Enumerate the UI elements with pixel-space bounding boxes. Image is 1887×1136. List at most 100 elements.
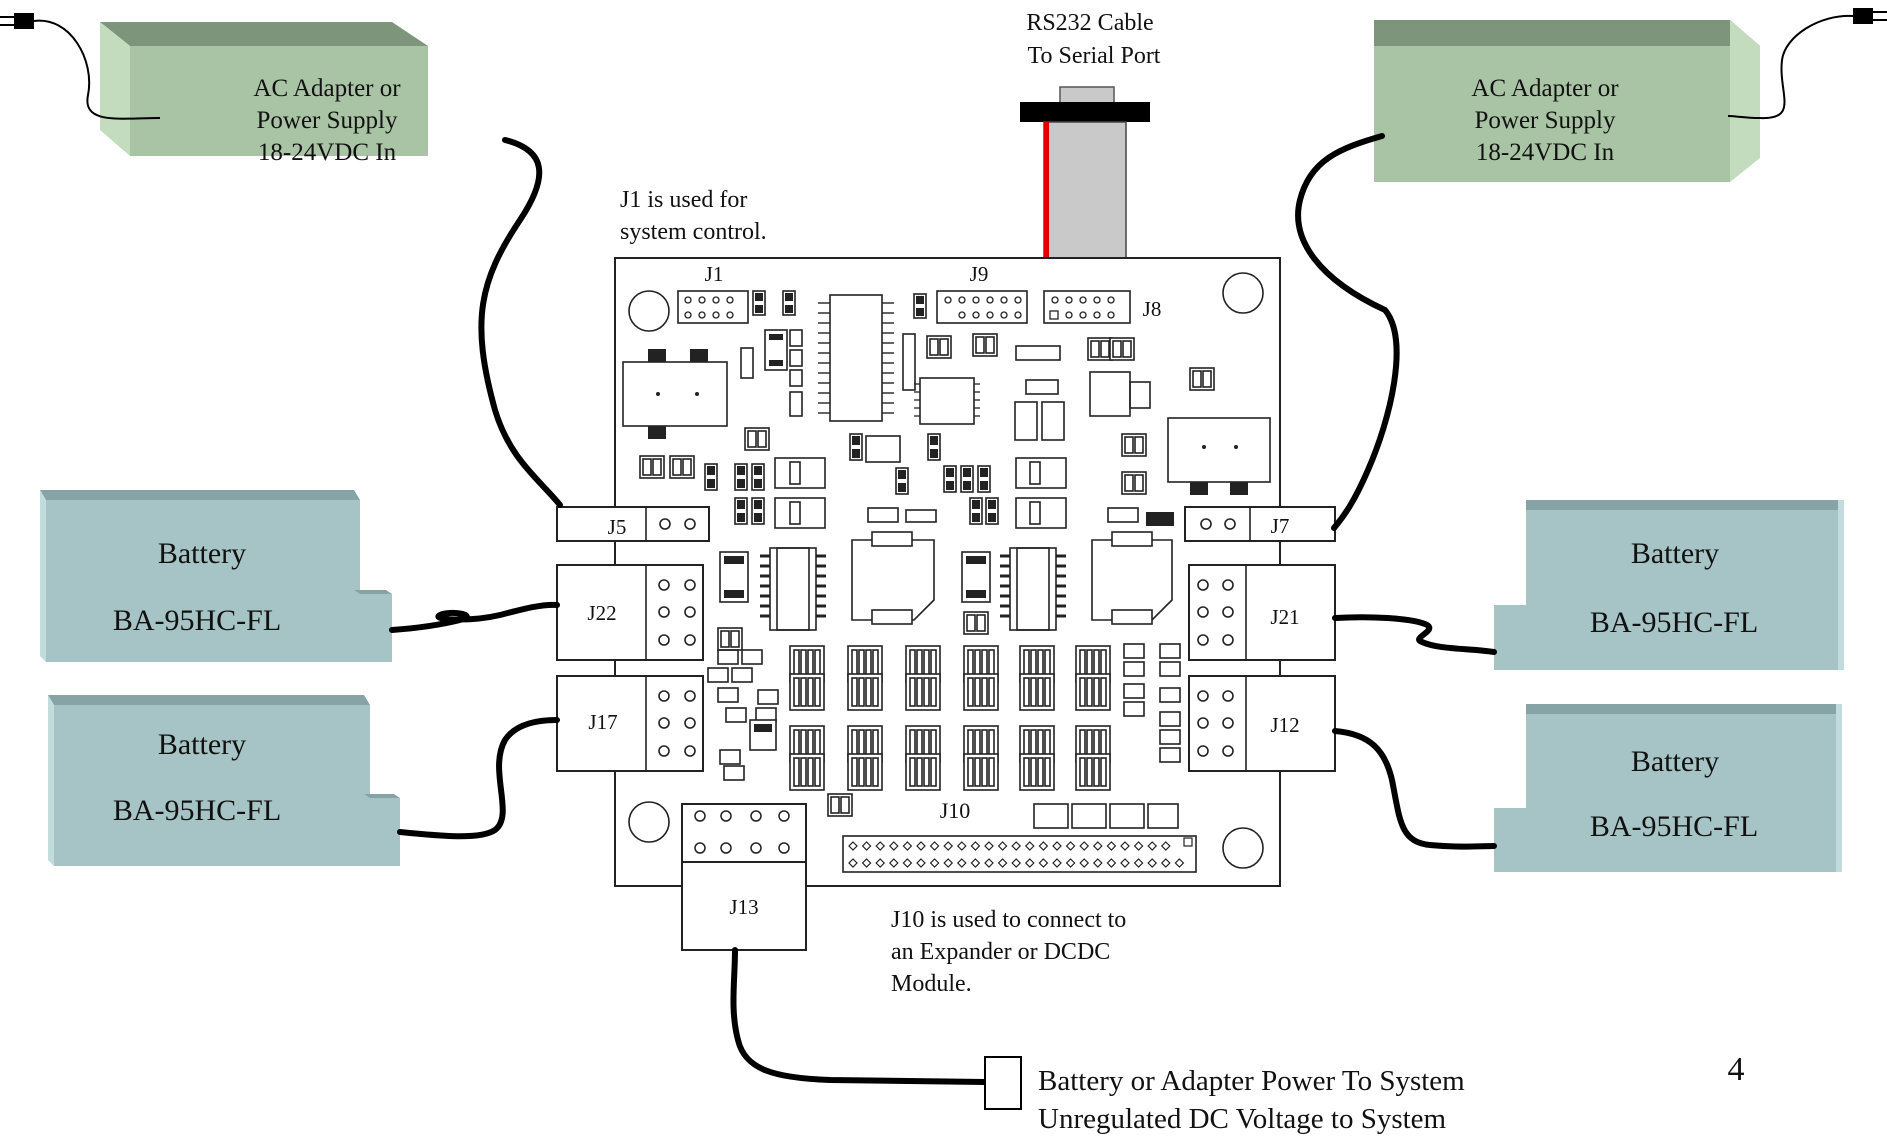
mounting-hole <box>628 801 670 843</box>
j10-pin <box>1160 858 1171 868</box>
j10-pin <box>956 858 967 868</box>
connector-j7: J7 <box>1184 506 1336 542</box>
resistor-cluster-right <box>1123 643 1181 763</box>
battery-right-bottom-side-face <box>1836 704 1842 872</box>
dip-chip-left <box>760 547 826 631</box>
j10-pin <box>956 841 967 851</box>
connector-j12: J12 <box>1188 675 1336 772</box>
power-supply-left-side <box>100 22 130 156</box>
smd-components <box>639 290 1215 829</box>
capacitor-right <box>1091 531 1173 625</box>
power-supply-right-line-2: Power Supply <box>1475 107 1616 134</box>
battery-title: Battery <box>1631 745 1719 778</box>
power-supply-right-line-3: 18-24VDC In <box>1476 139 1615 166</box>
j10-pin <box>1052 841 1062 851</box>
battery-left-bottom-top-face <box>48 695 370 705</box>
j10-pin <box>916 858 926 868</box>
j10-pin <box>848 858 858 868</box>
regulator-right <box>1167 417 1271 495</box>
connector-j22: J22 <box>556 564 704 661</box>
connector-j17: J17 <box>556 675 704 772</box>
j10-pin <box>1065 858 1076 868</box>
j10-pin <box>970 841 981 851</box>
j10-pin <box>902 841 913 851</box>
power-supply-left-line-2: Power Supply <box>257 107 398 134</box>
j10-pin <box>1160 841 1171 851</box>
rs232-label-line-1: RS232 Cable <box>1026 10 1153 36</box>
battery-right-top-side-face <box>1838 500 1844 670</box>
chip-main <box>818 294 894 422</box>
power-supply-right-front <box>1374 46 1730 182</box>
j10-pin <box>1038 858 1049 868</box>
j10-pin <box>875 841 886 851</box>
power-supply-left: AC Adapter or Power Supply 18-24VDC In <box>100 22 428 166</box>
j10-pin <box>902 858 913 868</box>
wire-psu-right-to-j7 <box>1295 133 1400 531</box>
j1-note-line-1: J1 is used for <box>620 187 747 213</box>
battery-left-top-terminal-top <box>354 590 392 594</box>
j1-label: J1 <box>705 262 724 286</box>
rs232-label-line-2: To Serial Port <box>1028 43 1161 69</box>
j10-pin <box>929 841 940 851</box>
battery-left-top: Battery BA-95HC-FL <box>40 490 392 662</box>
j10-pin <box>848 841 858 851</box>
battery-model: BA-95HC-FL <box>113 604 281 637</box>
j10-pin <box>1106 841 1117 851</box>
j10-pin <box>1052 858 1062 868</box>
battery-left-top-body <box>46 500 360 662</box>
j17-label: J17 <box>588 710 617 734</box>
battery-right-top: Battery BA-95HC-FL <box>1494 500 1844 670</box>
j21-label: J21 <box>1270 605 1299 629</box>
j1-note-line-2: system control. <box>620 219 767 245</box>
j7-label: J7 <box>1271 514 1290 538</box>
mounting-hole <box>1222 272 1264 314</box>
battery-left-top-terminal <box>360 594 392 662</box>
j10-pin <box>1174 858 1185 868</box>
db9-connector-icon <box>1059 86 1115 104</box>
j10-pin <box>1106 858 1117 868</box>
battery-model: BA-95HC-FL <box>1590 810 1758 843</box>
j10-pin <box>1147 858 1158 868</box>
j10-pin <box>1120 858 1130 868</box>
j10-pin <box>984 841 994 851</box>
battery-left-top-top-face <box>40 490 360 500</box>
battery-right-bottom-top-face <box>1526 704 1842 714</box>
output-line-1: Battery or Adapter Power To System <box>1038 1065 1465 1097</box>
power-supply-right: AC Adapter or Power Supply 18-24VDC In <box>1374 20 1760 182</box>
power-supply-right-top <box>1374 20 1760 46</box>
connector-j8: J8 <box>1043 290 1161 324</box>
battery-right-bottom: Battery BA-95HC-FL <box>1494 704 1842 872</box>
ribbon-cable-red-stripe <box>1044 122 1049 292</box>
j10-pin <box>1065 841 1076 851</box>
wire-battery-right-bottom-to-j12 <box>1332 728 1497 850</box>
j10-pin <box>984 858 994 868</box>
j10-pin <box>1024 858 1035 868</box>
j10-note-line-2: an Expander or DCDC <box>891 939 1110 965</box>
battery-left-bottom-side-face <box>48 695 54 866</box>
j10-pin <box>888 841 899 851</box>
wire-battery-left-top-to-j22 <box>389 601 560 633</box>
capacitor-left <box>851 531 935 625</box>
battery-left-bottom-terminal-top <box>364 794 400 798</box>
power-supply-left-front <box>130 46 428 156</box>
j10-pin <box>1133 841 1144 851</box>
battery-model: BA-95HC-FL <box>113 794 281 827</box>
battery-right-top-body <box>1526 510 1838 670</box>
j10-pin <box>1011 858 1022 868</box>
j10-pin <box>970 858 981 868</box>
battery-title: Battery <box>1631 537 1719 570</box>
j13-label: J13 <box>729 895 758 919</box>
j10-pin <box>1092 858 1103 868</box>
battery-model: BA-95HC-FL <box>1590 606 1758 639</box>
circuit-board: J1 J9 J8 <box>614 257 1281 887</box>
j10-pin <box>875 858 886 868</box>
power-supply-right-side-face <box>1730 46 1760 182</box>
wire-psu-left-to-j5 <box>478 137 563 508</box>
regulator-left <box>622 349 728 439</box>
j10-label: J10 <box>940 798 971 823</box>
j10-pin <box>1079 841 1090 851</box>
j10-pin <box>997 858 1008 868</box>
resistor-cluster-left <box>707 649 779 781</box>
connector-j9: J9 <box>936 262 1028 324</box>
battery-right-bottom-terminal <box>1494 808 1526 872</box>
